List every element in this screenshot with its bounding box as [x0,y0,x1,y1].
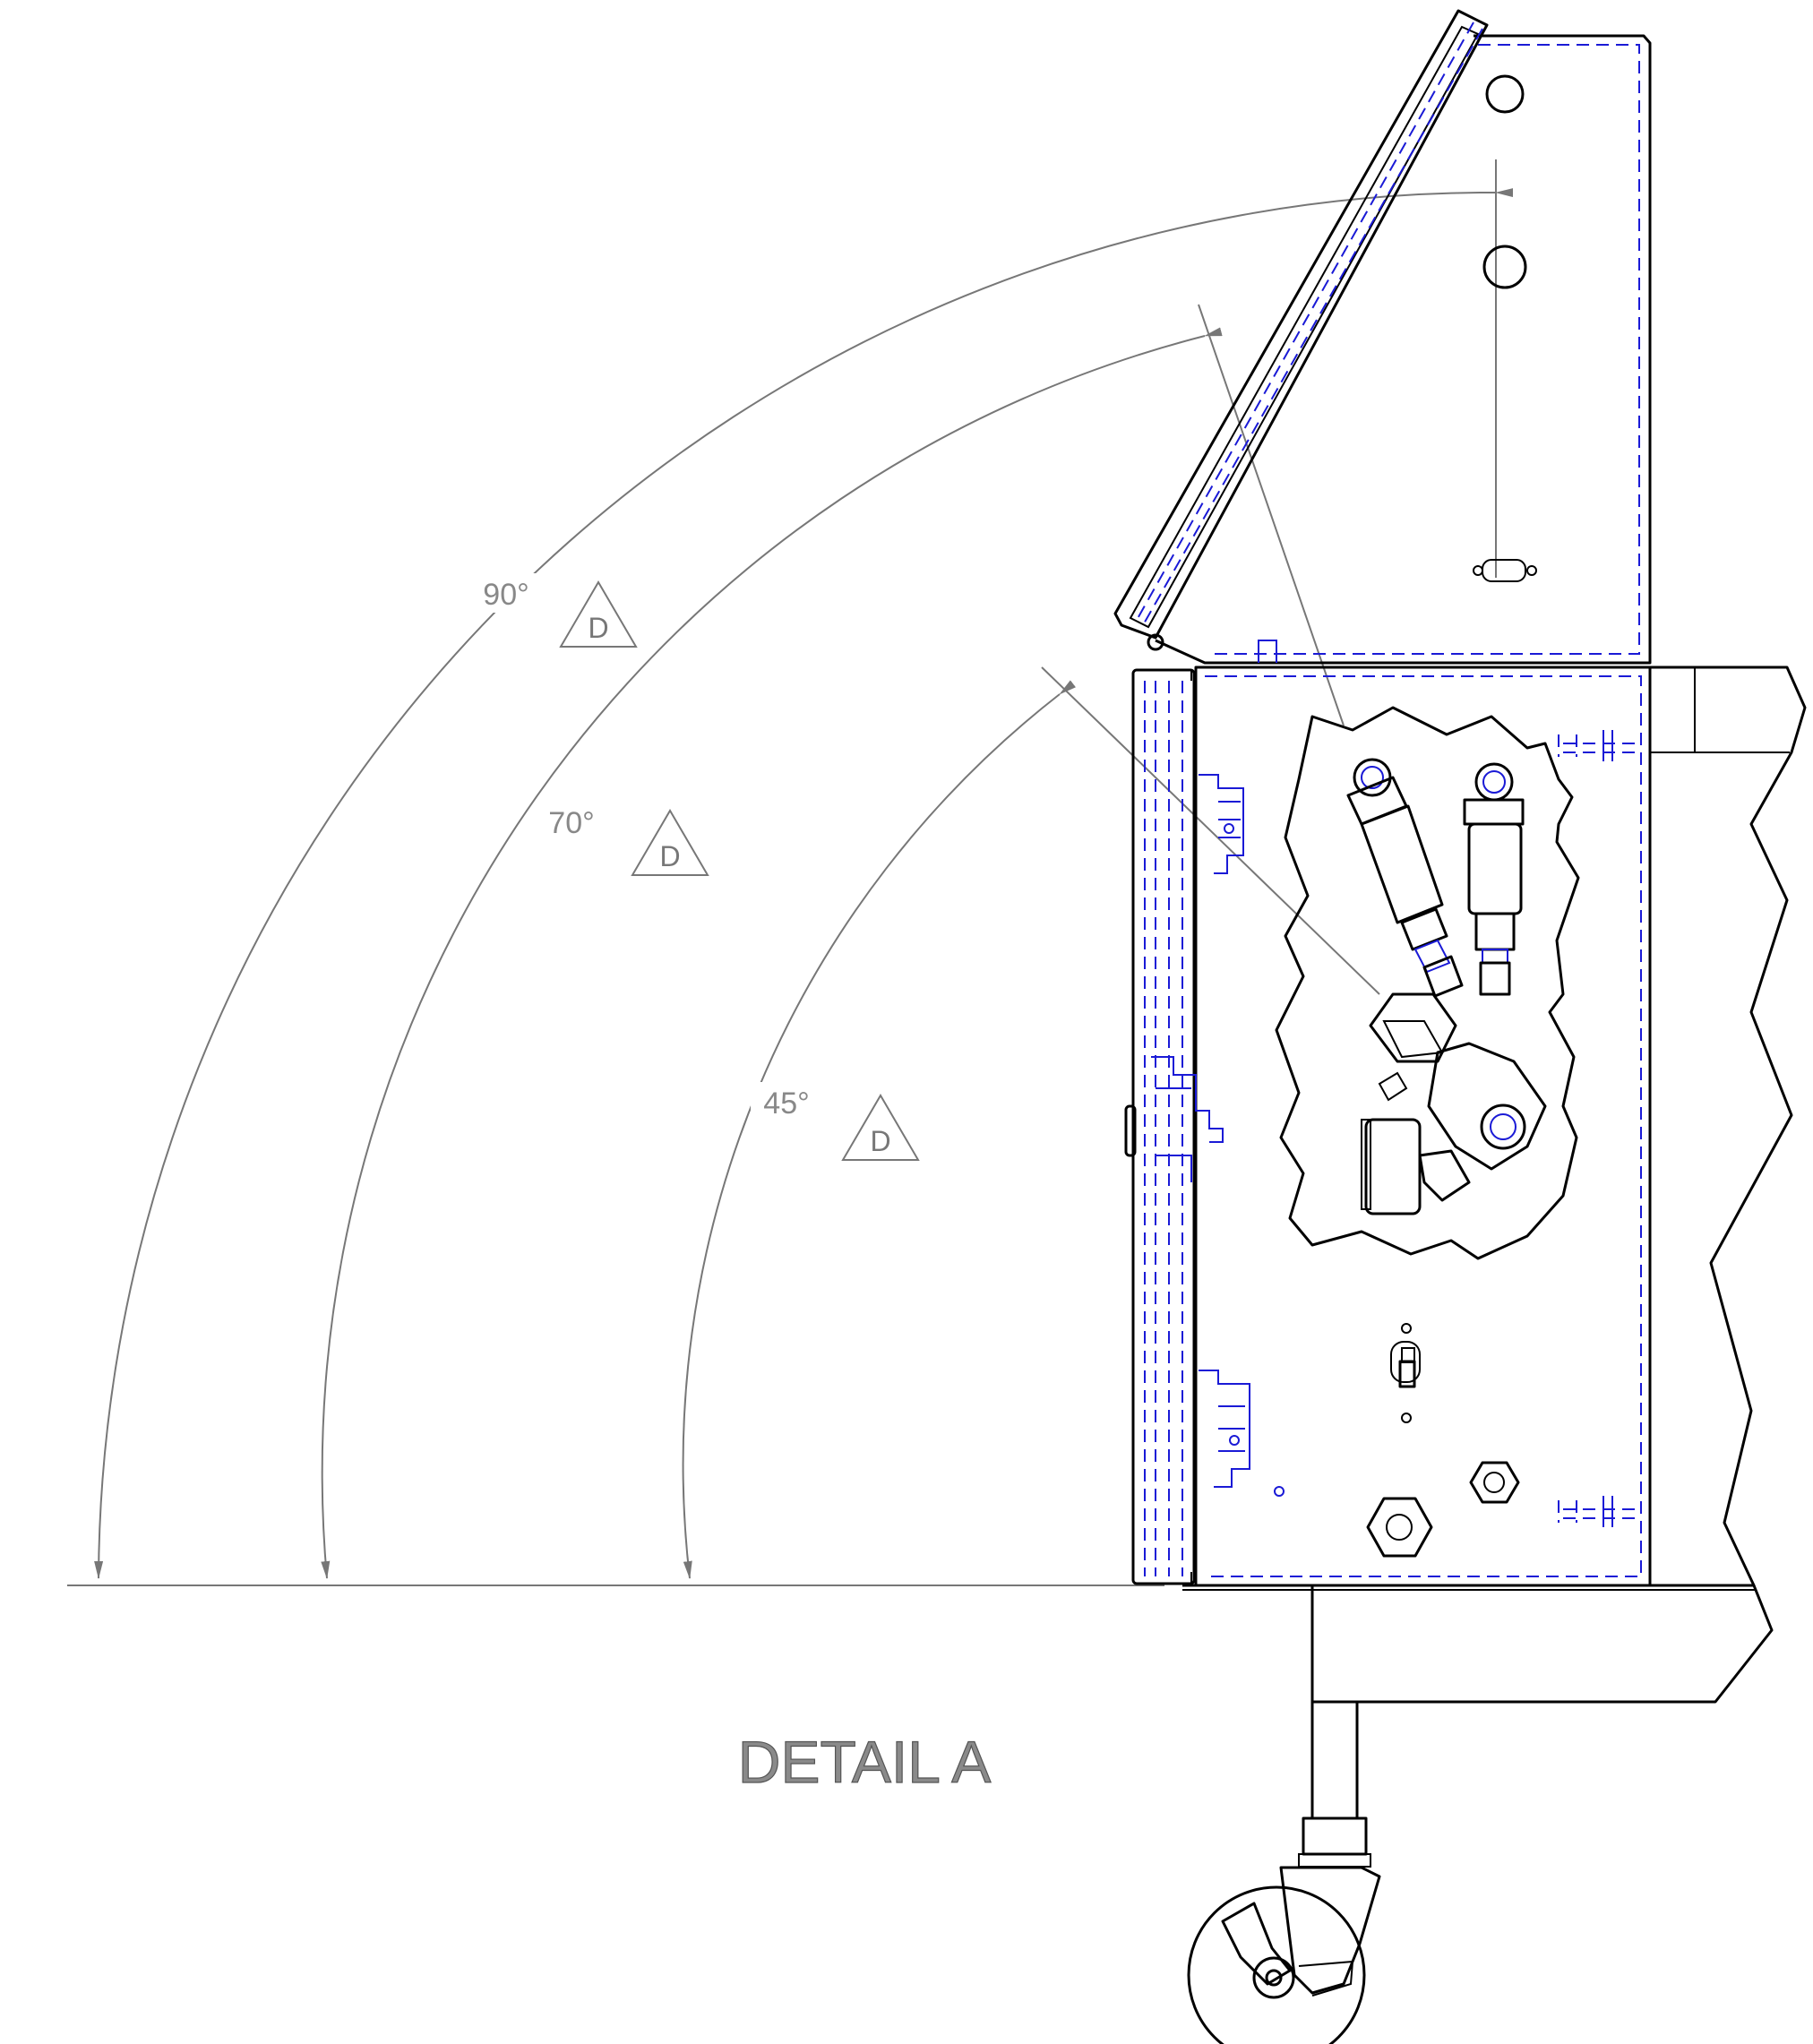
door-bracket-middle [1151,1056,1224,1182]
cabinet-break-and-base [1182,666,1807,1704]
right-break-line [1650,666,1807,1586]
main-enclosure [1194,666,1696,1587]
small-marker [1274,1486,1285,1497]
lid-hinge [1147,633,1164,651]
standoff-bottom [1558,1496,1641,1527]
right-bracket [1649,666,1696,753]
door-bracket-lower [1199,1370,1250,1488]
extension-line-70 [1198,304,1345,726]
lid-outer-outline [1113,9,1489,640]
door-panel [1131,668,1196,1585]
break-line-outline [1275,706,1580,1260]
revision-triangle-70 [631,809,709,876]
detail-title: DETAIL A [738,1729,991,1795]
revision-tag-70: D [659,840,680,872]
angle-text-45: 45° [763,1086,809,1121]
wheel-hub [1252,1956,1295,1999]
angle-text-70: 70° [548,806,594,840]
extension-line-45 [1041,666,1380,995]
indicator-dot-upper [1401,1323,1412,1334]
indicator-dot-lower [1401,1413,1412,1423]
hex-nut-large [1366,1497,1433,1558]
door-bracket-top [1199,774,1244,874]
angle-label-45: 45° D [751,1082,920,1161]
revision-tag-45: D [870,1125,890,1157]
mounting-hole-middle [1482,245,1527,289]
upper-housing-outline [1155,34,1652,665]
caster-collar [1302,1816,1368,1856]
enclosure-hidden-outline [1205,675,1642,1577]
brake-lever [1221,1902,1292,1986]
upper-console-housing [1155,34,1652,665]
open-door [1124,668,1250,1585]
angle-label-90: 90° D [470,573,638,648]
lid-inner-outline [1129,25,1480,629]
revision-triangle-45 [841,1094,920,1161]
pressure-switch-2 [1463,762,1525,996]
caster-wheel [1187,1700,1381,2044]
door-handle [1124,1104,1137,1157]
small-tab [1258,640,1277,663]
hex-nut-small [1469,1461,1520,1504]
toggle-switch [1390,1341,1421,1388]
angle-label-70: 70° D [536,802,709,876]
caster-stem [1310,1700,1359,1820]
arc-70 [321,327,1223,1579]
arc-90 [94,188,1514,1579]
breakout-view [1275,706,1580,1260]
angle-text-90: 90° [483,578,528,612]
revision-triangle-90 [559,580,638,648]
tilted-lid [1113,9,1489,651]
base-frame [1182,1584,1774,1704]
revision-tag-90: D [588,612,608,644]
standoff-top [1558,730,1641,761]
pressure-switch-1 [1346,758,1464,998]
mounting-hole-upper [1485,74,1525,114]
angle-dimensions [67,159,1514,1586]
wheel [1187,1885,1366,2044]
enclosure-body [1194,666,1652,1587]
upper-housing-hidden-line [1209,44,1640,655]
latch-slot [1482,559,1526,582]
regulator-assembly [1361,992,1547,1215]
